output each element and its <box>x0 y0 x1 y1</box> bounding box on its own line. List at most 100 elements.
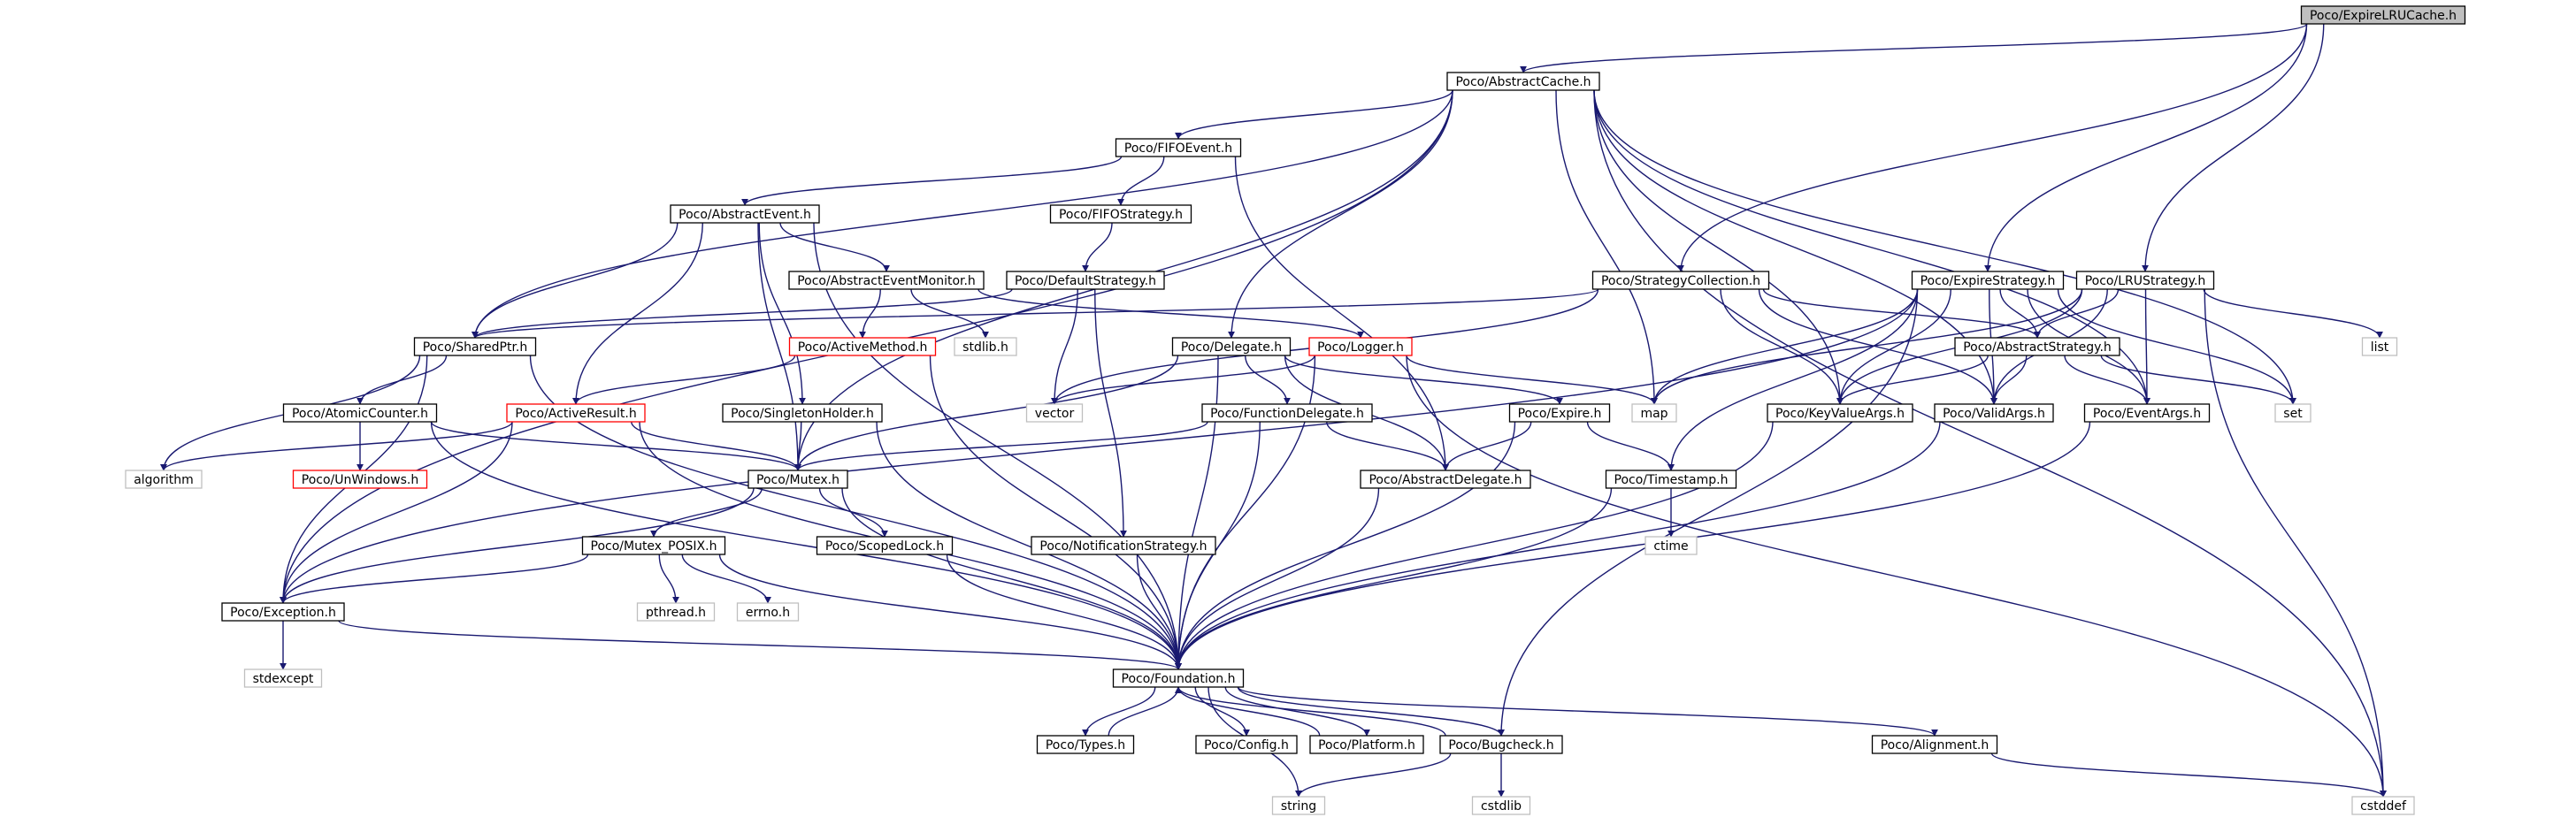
edge-abstractevent-to-singletonholder <box>758 222 806 405</box>
node-box <box>1271 796 1326 815</box>
node-abstractstrategy[interactable]: Poco/AbstractStrategy.h <box>1954 337 2120 356</box>
edge-activemethod-to-activeresult <box>572 355 796 405</box>
node-label: Poco/Mutex_POSIX.h <box>591 539 717 554</box>
node-box <box>1308 337 1413 356</box>
node-box <box>506 403 646 423</box>
node-box <box>1471 796 1531 815</box>
node-fifostrategy[interactable]: Poco/FIFOStrategy.h <box>1049 204 1192 224</box>
edge-platform-to-foundation <box>1175 686 1321 737</box>
node-pthread: pthread.h <box>636 602 716 622</box>
node-label: stdlib.h <box>962 340 1008 355</box>
node-box <box>2274 403 2312 423</box>
node-timestamp[interactable]: Poco/Timestamp.h <box>1605 470 1737 489</box>
edge-atomiccounter-to-foundation <box>430 421 1182 670</box>
edge-foundation-to-types <box>1082 686 1156 737</box>
node-box <box>1591 271 1770 290</box>
node-types[interactable]: Poco/Types.h <box>1036 735 1135 754</box>
edge-expirestrategy-to-map <box>1651 288 1919 405</box>
node-strategycollection[interactable]: Poco/StrategyCollection.h <box>1591 271 1770 290</box>
node-box <box>282 403 438 423</box>
node-sharedptr[interactable]: Poco/SharedPtr.h <box>413 337 537 356</box>
node-box <box>788 271 985 290</box>
node-foundation[interactable]: Poco/Foundation.h <box>1112 668 1245 688</box>
node-set: set <box>2274 403 2312 423</box>
node-vector: vector <box>1025 403 1084 423</box>
node-label: cstddef <box>2360 799 2407 814</box>
node-exception[interactable]: Poco/Exception.h <box>221 602 345 622</box>
node-expire[interactable]: Poco/Expire.h <box>1508 403 1611 423</box>
node-eventargs[interactable]: Poco/EventArgs.h <box>2083 403 2211 423</box>
node-label: Poco/StrategyCollection.h <box>1601 274 1760 288</box>
node-activemethod[interactable]: Poco/ActiveMethod.h <box>788 337 937 356</box>
node-delegate[interactable]: Poco/Delegate.h <box>1171 337 1292 356</box>
edge-expire-to-abstractdelegate <box>1442 421 1532 471</box>
edge-foundation-to-config <box>1194 686 1250 737</box>
node-alignment[interactable]: Poco/Alignment.h <box>1871 735 1998 754</box>
node-box <box>2300 5 2466 25</box>
node-cstdlib: cstdlib <box>1471 796 1531 815</box>
node-mutexposix[interactable]: Poco/Mutex_POSIX.h <box>581 536 726 555</box>
node-label: Poco/ActiveResult.h <box>515 407 636 421</box>
node-validargs[interactable]: Poco/ValidArgs.h <box>1934 403 2054 423</box>
node-logger[interactable]: Poco/Logger.h <box>1308 337 1413 356</box>
edge-eventargs-to-foundation <box>1175 421 2091 670</box>
node-defaultstrategy[interactable]: Poco/DefaultStrategy.h <box>1006 271 1165 290</box>
node-platform[interactable]: Poco/Platform.h <box>1309 735 1424 754</box>
node-box <box>1911 271 2065 290</box>
node-box <box>1025 403 1084 423</box>
node-bugcheck[interactable]: Poco/Bugcheck.h <box>1439 735 1563 754</box>
edge-types-to-foundation <box>1108 686 1182 737</box>
node-abstractdelegate[interactable]: Poco/AbstractDelegate.h <box>1360 470 1531 489</box>
node-notificationstrategy[interactable]: Poco/NotificationStrategy.h <box>1031 536 1216 555</box>
node-label: algorithm <box>134 473 194 487</box>
edge-mutex-to-foundation <box>841 487 1182 670</box>
node-box <box>1360 470 1531 489</box>
node-label: Poco/Timestamp.h <box>1614 473 1729 487</box>
node-expirelru[interactable]: Poco/ExpireLRUCache.h <box>2300 5 2466 25</box>
node-box <box>1767 403 1913 423</box>
node-box <box>1954 337 2120 356</box>
node-box <box>1201 403 1373 423</box>
node-box <box>2351 796 2415 815</box>
node-box <box>1439 735 1563 754</box>
node-functiondelegate[interactable]: Poco/FunctionDelegate.h <box>1201 403 1373 423</box>
node-label: Poco/DefaultStrategy.h <box>1015 274 1156 288</box>
node-box <box>2075 271 2215 290</box>
edge-activeresult-to-mutex <box>631 421 801 471</box>
edge-logger-to-cstddef <box>1406 355 2387 798</box>
edge-defaultstrategy-to-vector <box>1051 288 1078 405</box>
node-singletonholder[interactable]: Poco/SingletonHolder.h <box>722 403 883 423</box>
edge-logger-to-vector <box>1051 355 1315 405</box>
node-atomiccounter[interactable]: Poco/AtomicCounter.h <box>282 403 438 423</box>
node-keyvalueargs[interactable]: Poco/KeyValueArgs.h <box>1767 403 1913 423</box>
node-box <box>722 403 883 423</box>
node-lrustrategy[interactable]: Poco/LRUStrategy.h <box>2075 271 2215 290</box>
node-label: map <box>1640 407 1668 421</box>
node-fifoevent[interactable]: Poco/FIFOEvent.h <box>1115 138 1242 157</box>
node-label: Poco/AbstractStrategy.h <box>1963 340 2112 355</box>
node-abstractcache[interactable]: Poco/AbstractCache.h <box>1446 72 1600 91</box>
edge-strategycollection-to-validargs <box>1758 288 1997 405</box>
node-activeresult[interactable]: Poco/ActiveResult.h <box>506 403 646 423</box>
node-config[interactable]: Poco/Config.h <box>1195 735 1298 754</box>
node-box <box>125 470 203 489</box>
node-box <box>1446 72 1600 91</box>
edge-activeresult-to-exception <box>280 421 513 604</box>
edge-abstractcache-to-set <box>1593 89 2296 405</box>
edge-strategycollection-to-sharedptr <box>472 288 1599 339</box>
node-map: map <box>1631 403 1677 423</box>
node-unwindows[interactable]: Poco/UnWindows.h <box>292 470 428 489</box>
edge-expire-to-foundation <box>1175 421 1516 670</box>
node-stdlib: stdlib.h <box>954 337 1017 356</box>
node-scopedlock[interactable]: Poco/ScopedLock.h <box>816 536 954 555</box>
node-abstractevent[interactable]: Poco/AbstractEvent.h <box>670 204 820 224</box>
node-abstracteventmonitor[interactable]: Poco/AbstractEventMonitor.h <box>788 271 985 290</box>
node-box <box>1871 735 1998 754</box>
node-expirestrategy[interactable]: Poco/ExpireStrategy.h <box>1911 271 2065 290</box>
edge-expirelru-to-strategycollection <box>1677 23 2308 272</box>
edge-fifoevent-to-abstractevent <box>741 156 1123 206</box>
node-label: Poco/Expire.h <box>1518 407 1602 421</box>
edge-abstractcache-to-delegate <box>1228 89 1453 339</box>
node-mutex[interactable]: Poco/Mutex.h <box>748 470 848 489</box>
node-label: Poco/Bugcheck.h <box>1448 738 1553 752</box>
